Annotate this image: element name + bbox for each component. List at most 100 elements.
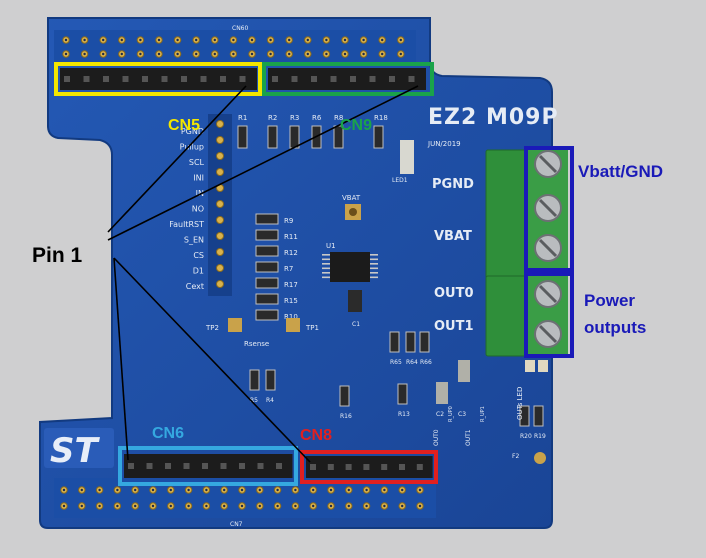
resistor [519, 405, 530, 427]
ic-u1: U1 [322, 242, 378, 282]
header-socket [83, 76, 90, 82]
pin-label: D1 [193, 267, 204, 276]
resistor [255, 245, 279, 257]
c2-label: C2 [436, 411, 444, 418]
resistor [255, 261, 279, 273]
resistor [255, 293, 279, 305]
board-name: EZ2 M09P [428, 105, 559, 130]
terminal-block-power [485, 148, 568, 279]
out1-pad-label: OUT1 [465, 429, 472, 446]
header-socket [181, 76, 187, 82]
header-socket [200, 76, 207, 82]
cn8-highlight-box [300, 450, 438, 484]
rup1-label: R_UP1 [480, 406, 486, 422]
header-socket [369, 76, 376, 82]
capacitor-c1 [348, 290, 362, 312]
resistor-label: R12 [284, 249, 298, 257]
header-socket [146, 463, 153, 469]
header-socket [220, 463, 227, 469]
tp2 [228, 318, 242, 332]
out0-pad-label: OUT0 [433, 429, 440, 446]
out1-terminal-label: OUT1 [434, 319, 474, 334]
tp2-label: TP2 [205, 324, 219, 332]
header-socket [330, 76, 337, 82]
pin-label: S_EN [184, 236, 204, 245]
power-annotation-line1: Power [584, 291, 635, 310]
cn6-connector [124, 454, 293, 478]
pin-label: SCL [189, 158, 205, 167]
cn9-highlight-box [262, 62, 434, 96]
pin-label: NO [192, 205, 204, 214]
f2-label: F2 [512, 453, 519, 460]
side-header-pin [216, 280, 224, 288]
header-socket [165, 463, 171, 469]
pgnd-terminal-label: PGND [432, 177, 474, 192]
resistor [389, 331, 400, 353]
out0-terminal-label: OUT0 [434, 286, 474, 301]
vbatt-gnd-annotation: Vbatt/GND [578, 162, 663, 181]
header-socket [350, 76, 356, 82]
resistor [397, 383, 408, 405]
resistor-label: R16 [340, 413, 352, 420]
c3-label: C3 [458, 411, 466, 418]
pin1-annotation: Pin 1 [32, 244, 83, 267]
header-socket [389, 76, 395, 82]
header-socket [103, 76, 109, 82]
header-socket [272, 76, 278, 82]
tp1-label: TP1 [305, 324, 319, 332]
terminal-block-output [485, 274, 568, 357]
header-socket [310, 464, 316, 470]
header-socket [239, 463, 245, 469]
cn8-annotation: CN8 [300, 427, 332, 444]
led1 [400, 140, 414, 174]
cn9-annotation: CN9 [340, 117, 372, 134]
capacitor-c3 [458, 360, 470, 382]
side-header-pin [216, 168, 224, 176]
vbatt-highlight-box [524, 146, 574, 272]
resistor-label: R2 [268, 114, 277, 122]
resistor [373, 125, 384, 149]
pcb-board [39, 17, 553, 529]
resistor [249, 369, 260, 391]
vbat-terminal-label: VBAT [434, 229, 472, 244]
resistor-label: R9 [284, 217, 293, 225]
side-header-pin [216, 216, 224, 224]
board-date: JUN/2019 [427, 140, 461, 148]
pin-label: PGND [181, 127, 204, 136]
power-annotation-line2: outputs [584, 318, 646, 337]
cn5-annotation: CN5 [168, 117, 200, 134]
pin1-pointer-lines [107, 85, 419, 463]
rup0-label: R_UP0 [448, 406, 454, 422]
header-socket [408, 76, 415, 82]
resistor [255, 213, 279, 225]
capacitor-c2 [436, 382, 448, 404]
header-socket [381, 464, 388, 470]
header-socket [220, 76, 226, 82]
header-socket [183, 463, 190, 469]
resistor-label: R5 [250, 397, 258, 404]
header-socket [327, 464, 334, 470]
power-highlight-box [524, 272, 574, 358]
resistor-label: R64 [406, 359, 418, 366]
header-socket [161, 76, 168, 82]
resistor [267, 125, 278, 149]
u1-label: U1 [326, 242, 336, 250]
resistor-label: R20 [520, 433, 532, 440]
pin-label: INI [193, 174, 204, 183]
header-socket [239, 76, 246, 82]
led-out0 [525, 360, 535, 372]
resistor [405, 331, 416, 353]
resistor-label: R4 [266, 397, 274, 404]
side-header-pin [216, 264, 224, 272]
resistor [255, 277, 279, 289]
tp1 [286, 318, 300, 332]
side-header-pin [216, 152, 224, 160]
cn9-connector [268, 68, 426, 90]
resistor-label: R11 [284, 233, 298, 241]
resistor [255, 229, 279, 241]
resistor [237, 125, 248, 149]
header-socket [122, 76, 129, 82]
header-socket [345, 464, 352, 470]
